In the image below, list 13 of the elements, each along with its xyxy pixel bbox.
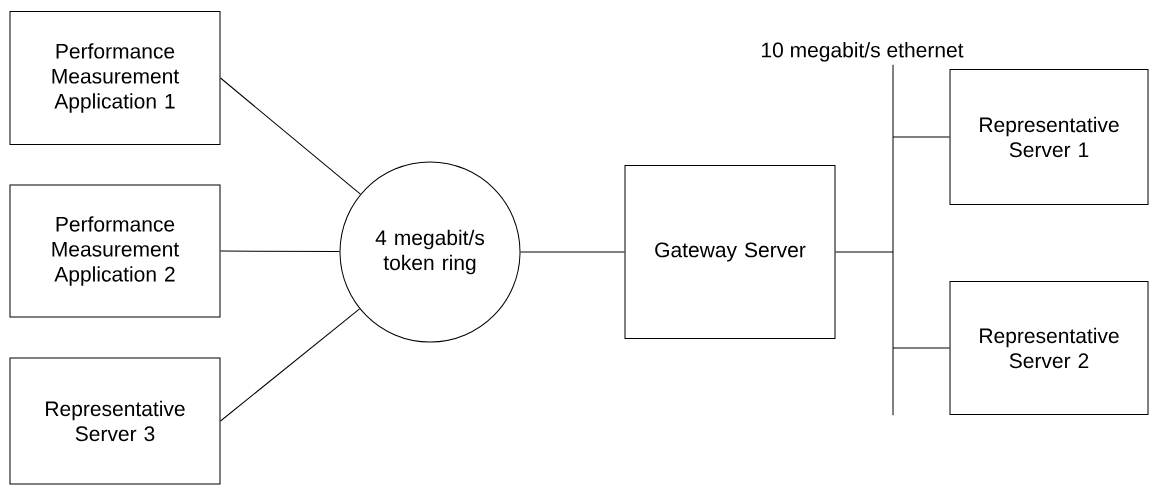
device-box: Representative Server 2	[949, 281, 1149, 415]
connection-line	[835, 251, 894, 253]
device-box: Gateway Server	[624, 165, 836, 339]
connection-line	[520, 251, 625, 253]
connection-line	[220, 308, 361, 422]
device-box: Representative Server 3	[9, 357, 221, 485]
connection-line	[892, 136, 950, 138]
connection-line	[892, 347, 950, 349]
connection-line	[220, 250, 340, 253]
connection-line	[220, 77, 361, 195]
device-box: Performance Measurement Application 2	[9, 184, 221, 318]
device-box: Performance Measurement Application 1	[9, 11, 221, 145]
device-box: Representative Server 1	[949, 69, 1149, 205]
